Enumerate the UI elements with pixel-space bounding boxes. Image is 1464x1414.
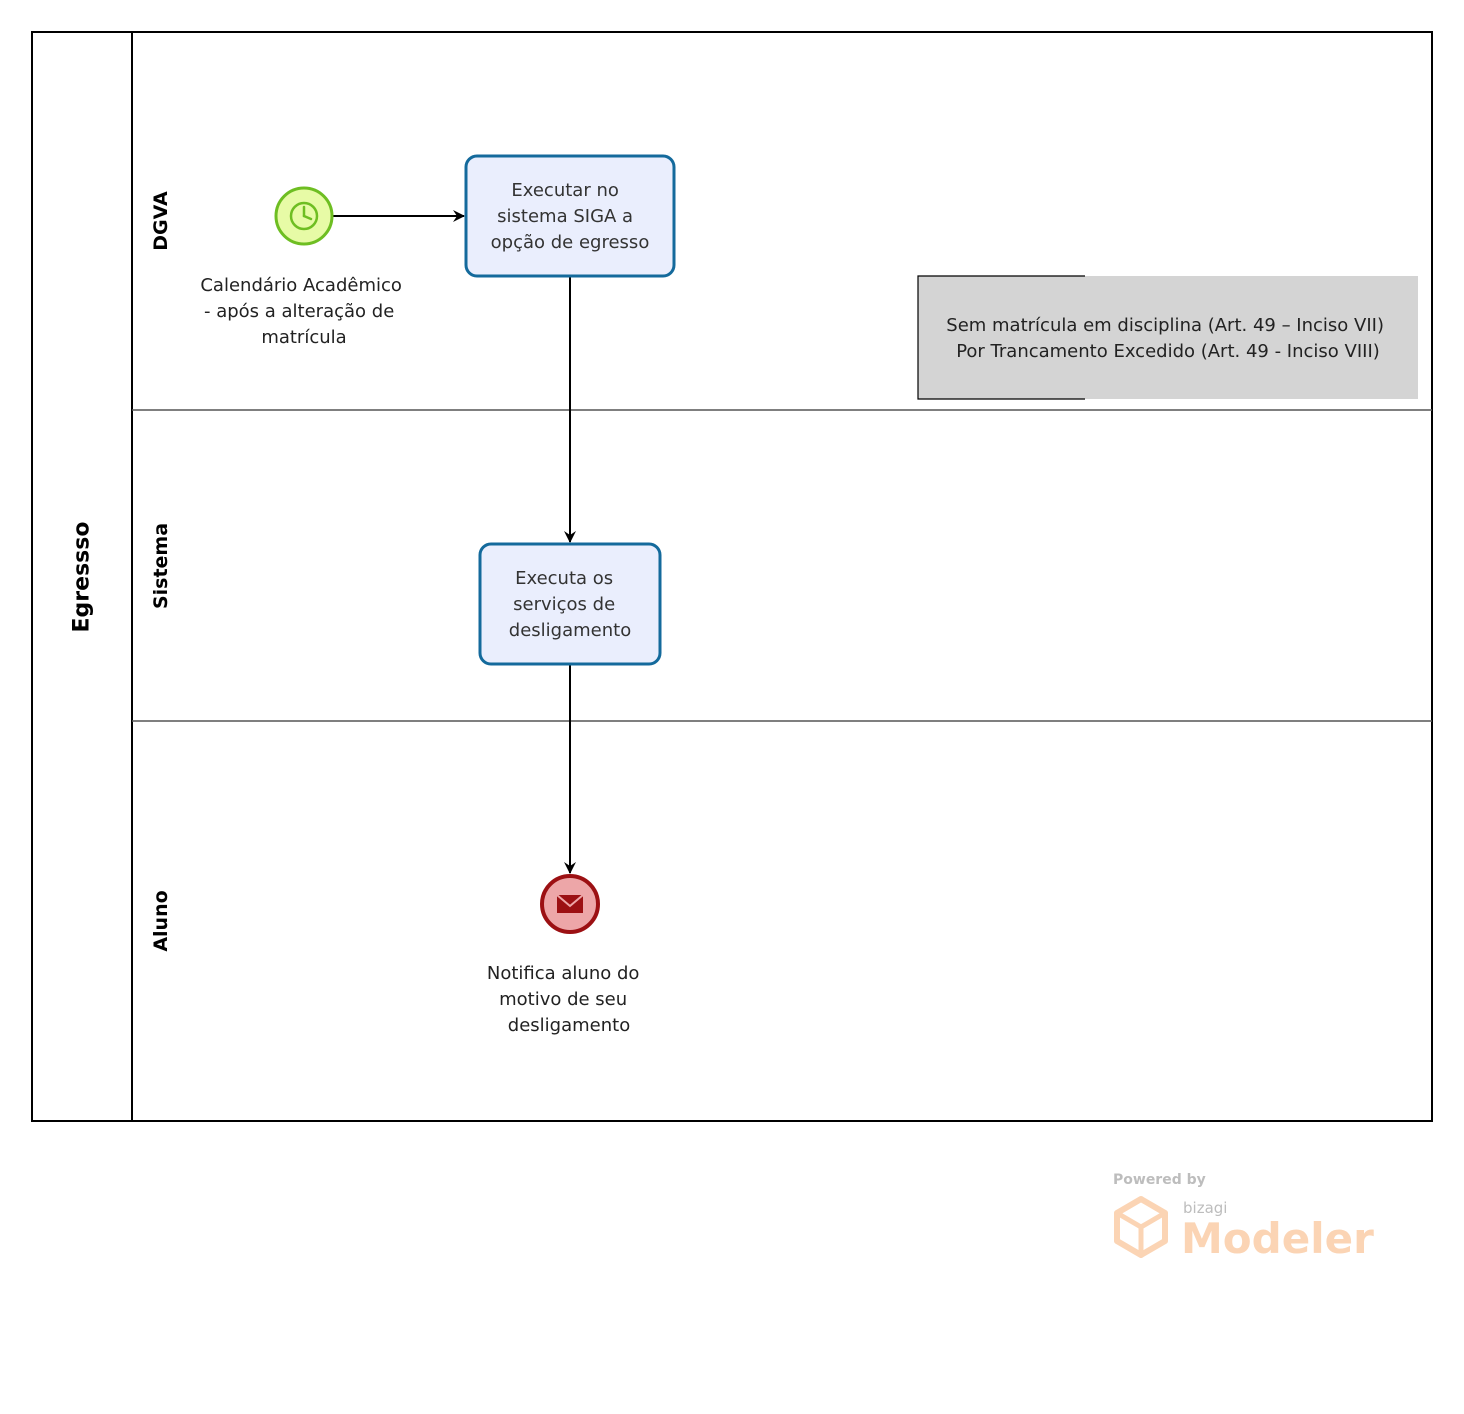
lane-label-aluno: Aluno: [150, 890, 172, 951]
timer-start-event[interactable]: [274, 186, 334, 246]
start-event-label: Calendário Acadêmico - após a alteração …: [200, 275, 407, 348]
watermark-brand: bizagi: [1183, 1199, 1227, 1217]
envelope-icon: [556, 894, 584, 913]
task-label: Executar no sistema SIGA a opção de egre…: [491, 180, 650, 253]
message-end-event[interactable]: [540, 874, 600, 934]
lane-label-sistema: Sistema: [150, 523, 172, 609]
clock-icon: [289, 201, 319, 231]
pool-label: Egressso: [70, 522, 95, 633]
pool-border: [31, 31, 1433, 1122]
bizagi-cube-icon: [1114, 1196, 1168, 1258]
watermark-product: Modeler: [1181, 1214, 1374, 1263]
annotation-bracket: [917, 275, 1085, 400]
annotation-text: Sem matrícula em disciplina (Art. 49 – I…: [946, 315, 1389, 362]
task-box: [464, 154, 676, 278]
task-executa-servicos[interactable]: Executa os serviços de desligamento: [478, 542, 662, 666]
lanes: DGVA Sistema Aluno: [132, 191, 1432, 952]
watermark-powered-by: Powered by: [1113, 1172, 1206, 1188]
lane-label-dgva: DGVA: [150, 191, 172, 251]
watermark: Powered by bizagi Modeler: [1113, 1172, 1374, 1263]
text-annotation[interactable]: Sem matrícula em disciplina (Art. 49 – I…: [917, 275, 1418, 400]
end-event-label: Notifica aluno do motivo de seu desligam…: [487, 963, 645, 1036]
task-box: [478, 542, 662, 666]
pool: Egressso: [31, 31, 1433, 1122]
sequence-flows: [333, 210, 576, 874]
task-label: Executa os serviços de desligamento: [509, 568, 631, 641]
annotation-box: [918, 276, 1418, 399]
task-executar-siga[interactable]: Executar no sistema SIGA a opção de egre…: [464, 154, 676, 278]
